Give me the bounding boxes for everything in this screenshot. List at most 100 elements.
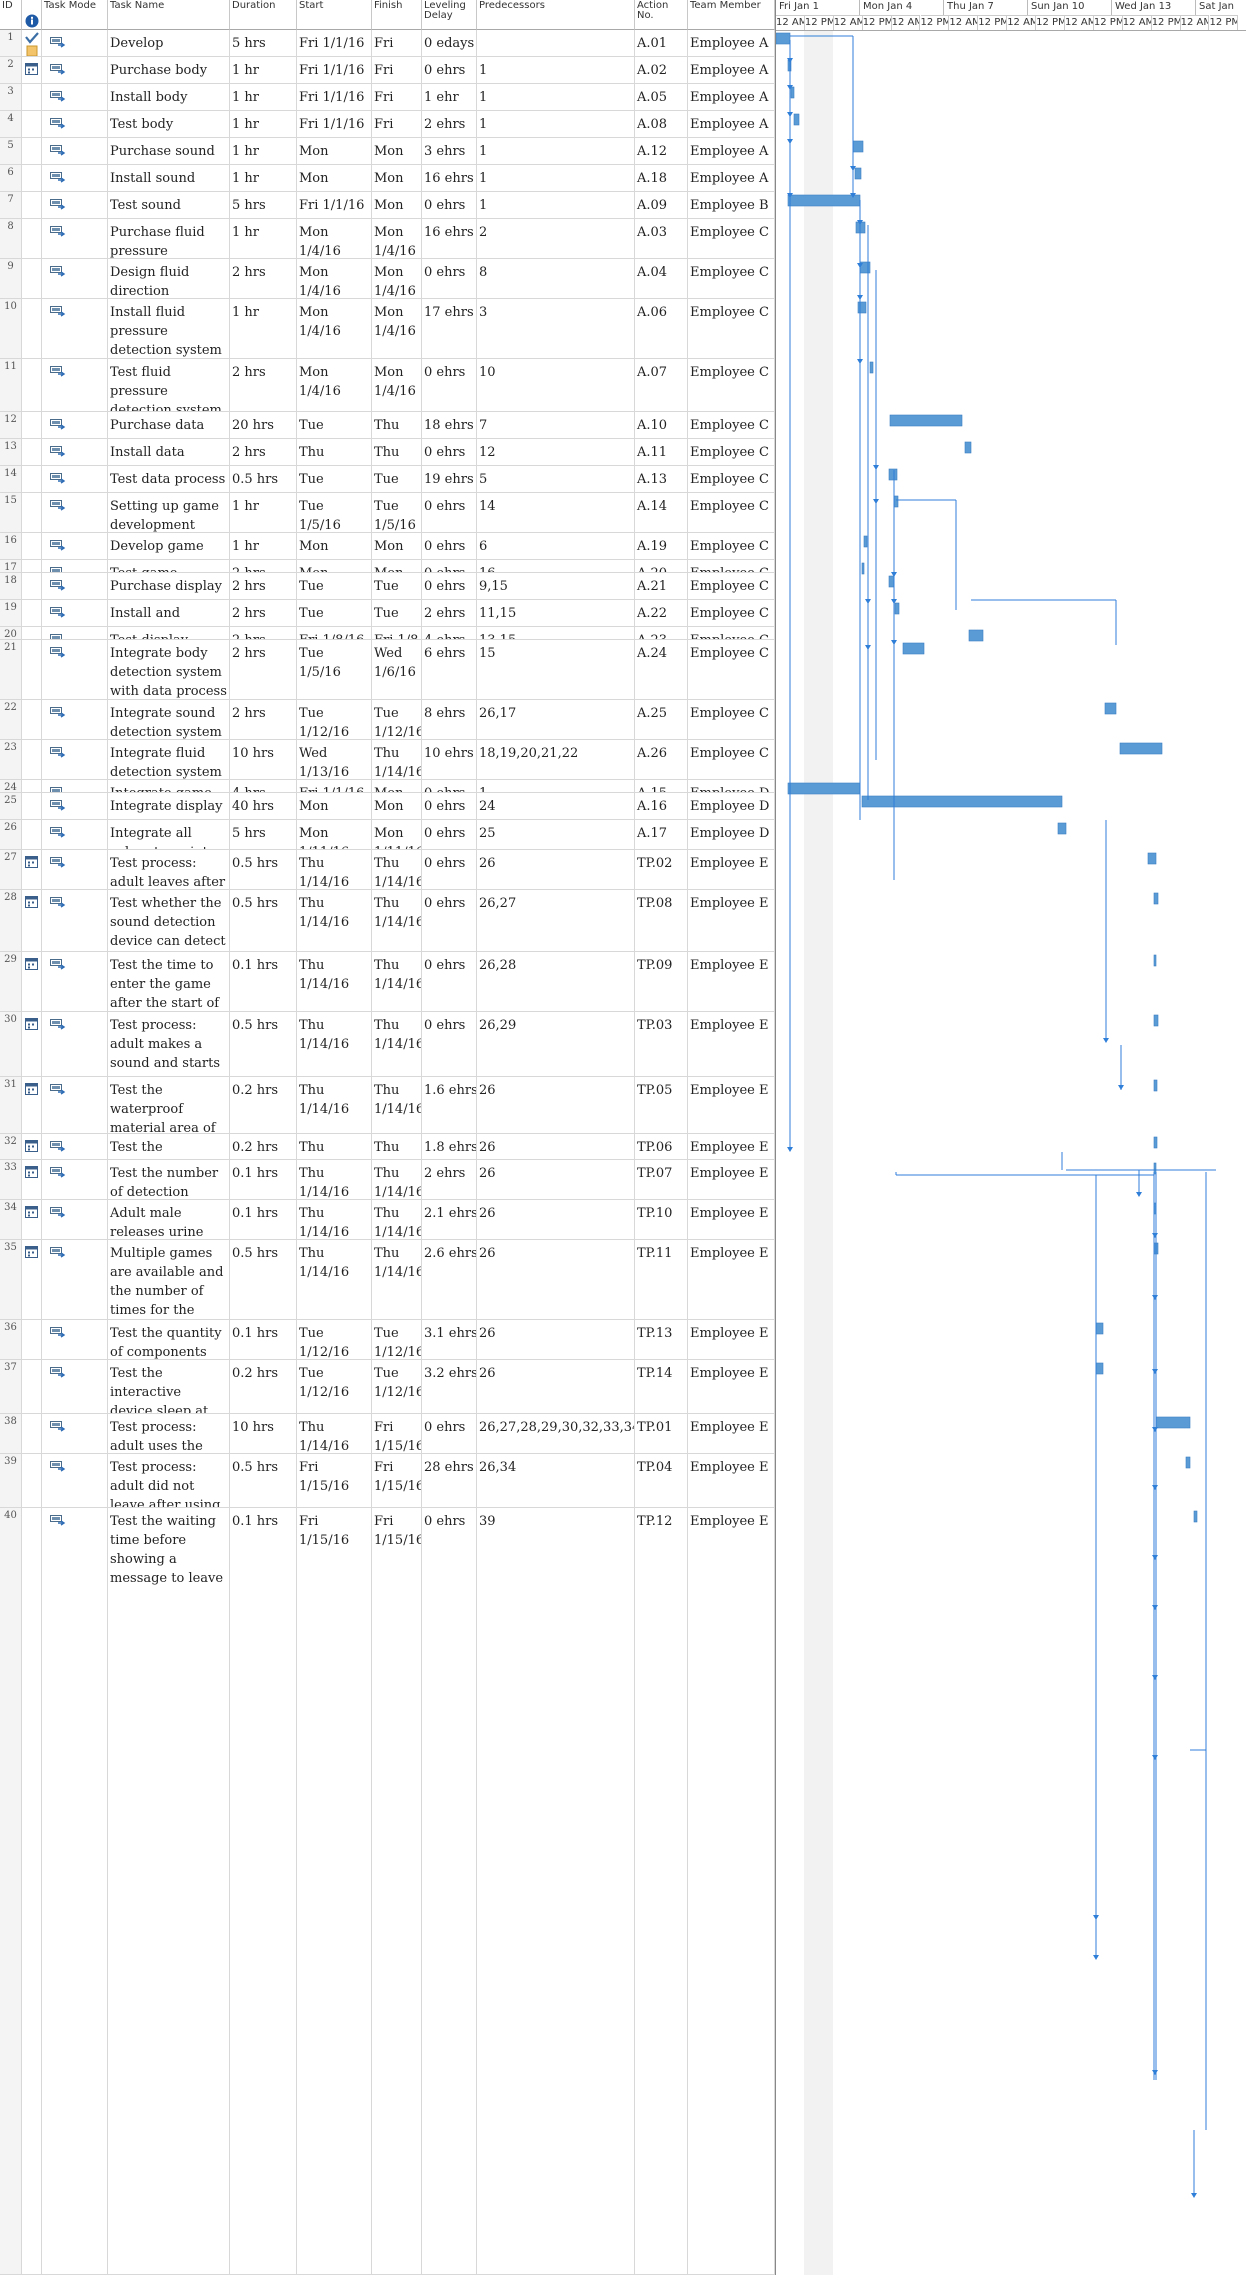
task-bar[interactable] (863, 535, 868, 548)
cell-duration[interactable]: 1 hr (230, 219, 297, 258)
task-mode-cell[interactable] (42, 259, 108, 298)
cell-finish[interactable]: Thu 1/7/16 (372, 412, 422, 438)
task-bar[interactable] (852, 140, 864, 153)
task-bar[interactable] (1153, 1079, 1158, 1092)
cell-team[interactable]: Employee A (688, 111, 775, 137)
cell-action[interactable]: A.01 (635, 30, 688, 56)
cell-slack[interactable]: 0 ehrs (422, 1508, 477, 2274)
task-bar[interactable] (869, 361, 874, 374)
cell-slack[interactable]: 17 ehrs (422, 299, 477, 358)
task-mode-cell[interactable] (42, 493, 108, 532)
cell-slack[interactable]: 4 ehrs (422, 627, 477, 639)
task-bar[interactable] (776, 32, 791, 45)
cell-slack[interactable]: 2 ehrs (422, 111, 477, 137)
cell-action[interactable]: A.16 (635, 793, 688, 819)
cell-slack[interactable]: 0 ehrs (422, 533, 477, 559)
cell-start[interactable]: Fri 1/1/16 (297, 84, 372, 110)
cell-name[interactable]: Purchase data process system (108, 412, 230, 438)
task-bar[interactable] (894, 602, 900, 615)
task-bar[interactable] (1104, 702, 1117, 715)
cell-duration[interactable]: 2 hrs (230, 627, 297, 639)
task-mode-cell[interactable] (42, 1414, 108, 1453)
cell-duration[interactable]: 0.2 hrs (230, 1360, 297, 1413)
task-bar[interactable] (857, 301, 867, 314)
cell-slack[interactable]: 10 ehrs (422, 740, 477, 779)
cell-finish[interactable]: Mon 1/4/16 (372, 359, 422, 411)
cell-predecessors[interactable]: 14 (477, 493, 635, 532)
cell-duration[interactable]: 10 hrs (230, 740, 297, 779)
cell-team[interactable]: Employee E (688, 1077, 775, 1133)
cell-team[interactable]: Employee C (688, 466, 775, 492)
cell-name[interactable]: Integrate game system (108, 780, 230, 792)
cell-team[interactable]: Employee C (688, 640, 775, 699)
cell-predecessors[interactable]: 1 (477, 165, 635, 191)
cell-finish[interactable]: Tue 1/5/16 (372, 466, 422, 492)
cell-duration[interactable]: 2 hrs (230, 600, 297, 626)
cell-start[interactable]: Thu 1/14/16 (297, 1160, 372, 1199)
cell-start[interactable]: Tue 1/5/16 (297, 640, 372, 699)
cell-predecessors[interactable]: 26 (477, 1360, 635, 1413)
cell-action[interactable]: A.22 (635, 600, 688, 626)
task-bar[interactable] (787, 782, 861, 795)
cell-slack[interactable]: 0 ehrs (422, 439, 477, 465)
cell-action[interactable]: TP.14 (635, 1360, 688, 1413)
task-bar[interactable] (1153, 1136, 1158, 1149)
cell-slack[interactable]: 0 ehrs (422, 793, 477, 819)
cell-action[interactable]: A.24 (635, 640, 688, 699)
task-mode-cell[interactable] (42, 1360, 108, 1413)
cell-name[interactable]: Test whether the sound detection device … (108, 890, 230, 951)
cell-name[interactable]: Integrate body detection system with dat… (108, 640, 230, 699)
task-mode-cell[interactable] (42, 412, 108, 438)
cell-duration[interactable]: 0.5 hrs (230, 1240, 297, 1319)
cell-start[interactable]: Mon 1/4/16 (297, 165, 372, 191)
cell-finish[interactable]: Thu 1/14/16 (372, 1134, 422, 1159)
cell-name[interactable]: Test the interactive device sleep at nig… (108, 1360, 230, 1413)
cell-action[interactable]: TP.05 (635, 1077, 688, 1133)
column-header-finish[interactable]: Finish (372, 0, 422, 30)
task-mode-cell[interactable] (42, 533, 108, 559)
cell-duration[interactable]: 0.1 hrs (230, 952, 297, 1011)
cell-start[interactable]: Fri 1/1/16 (297, 111, 372, 137)
cell-action[interactable]: A.17 (635, 820, 688, 849)
cell-name[interactable]: Test the number of detection device in t… (108, 1160, 230, 1199)
cell-name[interactable]: Test the time to enter the game after th… (108, 952, 230, 1011)
cell-predecessors[interactable]: 26,17 (477, 700, 635, 739)
cell-predecessors[interactable]: 1 (477, 780, 635, 792)
cell-action[interactable]: TP.11 (635, 1240, 688, 1319)
task-mode-cell[interactable] (42, 850, 108, 889)
task-bar[interactable] (1153, 954, 1157, 967)
cell-finish[interactable]: Fri 1/1/16 (372, 57, 422, 83)
cell-finish[interactable]: Fri 1/15/16 (372, 1454, 422, 1507)
cell-predecessors[interactable]: 26,34 (477, 1454, 635, 1507)
cell-team[interactable]: Employee E (688, 1240, 775, 1319)
cell-start[interactable]: Tue 1/12/16 (297, 1360, 372, 1413)
cell-finish[interactable]: Tue 1/5/16 (372, 600, 422, 626)
cell-action[interactable]: A.25 (635, 700, 688, 739)
cell-finish[interactable]: Tue 1/12/16 (372, 1360, 422, 1413)
cell-name[interactable]: Integrate display system with data (108, 793, 230, 819)
task-mode-cell[interactable] (42, 1077, 108, 1133)
cell-team[interactable]: Employee D (688, 820, 775, 849)
cell-start[interactable]: Tue 1/12/16 (297, 1320, 372, 1359)
cell-action[interactable]: A.08 (635, 111, 688, 137)
cell-slack[interactable]: 16 ehrs (422, 219, 477, 258)
cell-slack[interactable]: 3.2 ehrs (422, 1360, 477, 1413)
cell-name[interactable]: Integrate fluid detection system with da… (108, 740, 230, 779)
cell-action[interactable]: A.19 (635, 533, 688, 559)
cell-predecessors[interactable]: 15 (477, 640, 635, 699)
cell-start[interactable]: Wed 1/13/16 (297, 740, 372, 779)
cell-finish[interactable]: Mon 1/4 (372, 780, 422, 792)
